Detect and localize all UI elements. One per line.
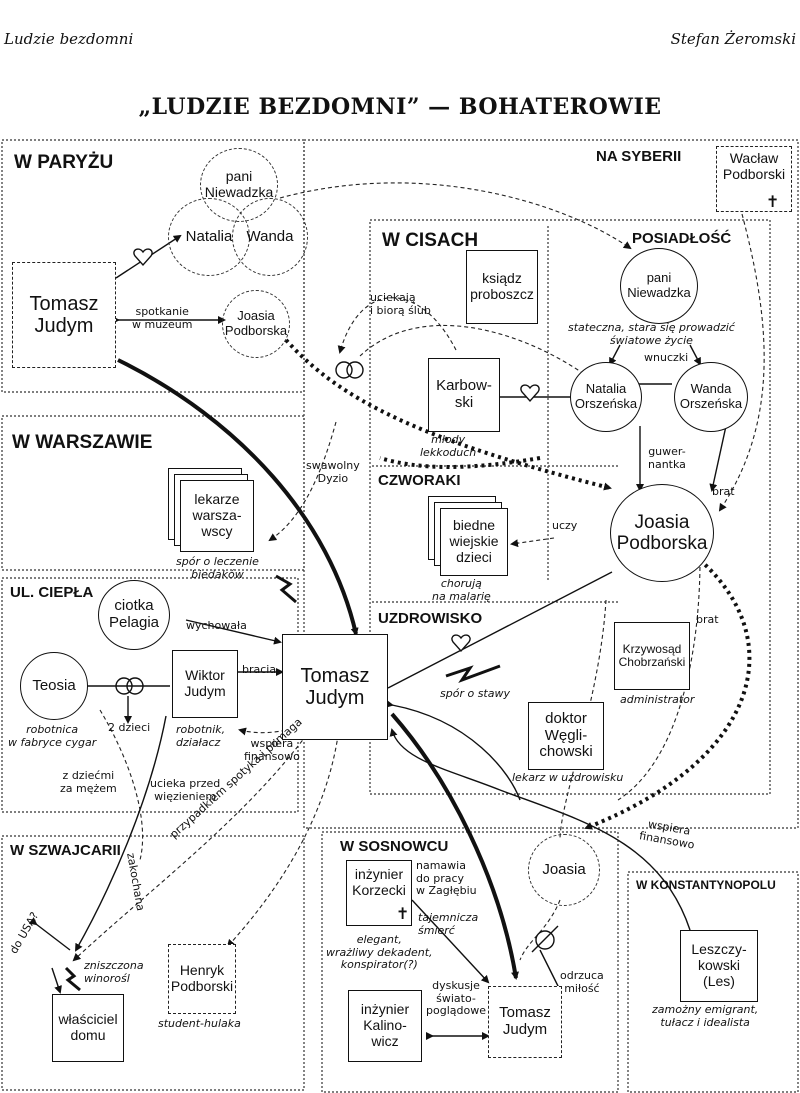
node-wanda-paryz: Wanda (232, 198, 308, 276)
node-krzywosad: Krzywosąd Chobrzański (614, 622, 690, 690)
region-warszawa: W WARSZAWIE (12, 432, 153, 453)
node-tomasz-paryz: Tomasz Judym (12, 262, 116, 368)
label-2-dzieci: 2 dzieci (108, 721, 151, 734)
cross-icon-korzecki: ✝ (396, 904, 410, 923)
label-spor-stawy: spór o stawy (440, 687, 510, 700)
region-sosnowiec: W SOSNOWCU (340, 838, 449, 855)
node-waclaw: Wacław Podborski (716, 146, 792, 212)
node-teosia: Teosia (20, 652, 88, 720)
region-syberia: NA SYBERII (596, 148, 682, 165)
label-robotnica: robotnica w fabryce cygar (8, 723, 97, 749)
label-spotkanie: spotkanie w muzeum (132, 305, 193, 331)
label-administrator: administrator (620, 693, 695, 706)
label-choruja: chorują na malarię (432, 577, 491, 603)
node-weglichowski: doktor Węgli- chowski (528, 702, 604, 770)
label-brat-1: brat (712, 485, 735, 498)
region-ciepla: UL. CIEPŁA (10, 584, 94, 601)
label-wspiera-fin: wspiera finansowo (244, 737, 300, 763)
label-namawia: namawia do pracy w Zagłębiu (416, 859, 477, 898)
node-ciotka: ciotka Pelagia (98, 580, 170, 650)
label-spor-leczenie: spór o leczenie biedaków (176, 555, 259, 581)
label-mlody: młody lekkoduch (420, 433, 477, 459)
region-uzdrowisko: UZDROWISKO (378, 610, 483, 627)
label-bracia: bracia (242, 663, 277, 676)
label-zamozny: zamożny emigrant, tułacz i idealista (652, 1003, 759, 1029)
region-czworaki: CZWORAKI (378, 472, 461, 489)
header-right: Stefan Żeromski (670, 30, 796, 48)
label-wnuczki: wnuczki (644, 351, 689, 364)
region-border-konstantynopol (627, 871, 799, 1093)
node-kalinowicz: inżynier Kalino- wicz (348, 990, 422, 1062)
label-ucieka: ucieka przed więzieniem (150, 777, 221, 803)
region-posiadlosc: POSIADŁOŚĆ (632, 230, 732, 247)
node-henryk: Henryk Podborski (168, 944, 236, 1014)
label-student: student-hulaka (158, 1017, 241, 1030)
node-joasia: Joasia Podborska (610, 484, 714, 582)
label-guwernantka: guwer- nantka (648, 445, 686, 471)
label-odrzuca: odrzuca miłość (560, 969, 604, 995)
region-cisy: W CISACH (382, 230, 479, 251)
label-wychowala: wychowała (186, 619, 247, 632)
region-szwajcaria: W SZWAJCARII (10, 842, 121, 859)
node-joasia-paryz: Joasia Podborska (222, 290, 290, 358)
cross-icon-waclaw: ✝ (766, 192, 780, 211)
label-stateczna: stateczna, stara się prowadzić światowe … (568, 321, 735, 347)
label-dyskusje: dyskusje świato- poglądowe (426, 979, 486, 1018)
node-karbowski: Karbow- ski (428, 358, 500, 432)
node-lekarze: lekarze warsza- wscy (180, 480, 254, 552)
node-pani-niewadzka: pani Niewadzka (620, 248, 698, 324)
label-uczy: uczy (552, 519, 578, 532)
label-swawolny: swawolny Dyzio (306, 459, 360, 485)
node-wiktor: Wiktor Judym (172, 650, 238, 718)
node-biedne-dzieci: biedne wiejskie dzieci (440, 508, 508, 576)
region-border-cisy (369, 219, 771, 795)
node-tomasz-sosnowiec: Tomasz Judym (488, 986, 562, 1058)
node-leszczykowski: Leszczy- kowski (Les) (680, 930, 758, 1002)
node-tomasz: Tomasz Judym (282, 634, 388, 740)
node-natalia: Natalia Orszeńska (570, 362, 642, 432)
label-z-dziecmi: z dziećmi za mężem (60, 769, 117, 795)
label-uciekaja: uciekają i biorą ślub (370, 291, 431, 317)
label-robotnik: robotnik, działacz (176, 723, 226, 749)
node-ksiadz: ksiądz proboszcz (466, 250, 538, 324)
label-tajemnicza: tajemnicza śmierć (418, 911, 479, 937)
node-korzecki: inżynier Korzecki (346, 860, 412, 926)
label-zniszczona: zniszczona winorośl (84, 959, 144, 985)
node-wlasciciel: właściciel domu (52, 994, 124, 1062)
diagram-title: „LUDZIE BEZDOMNI” — BOHATEROWIE (138, 94, 662, 120)
path-paryz-to-warszawa (117, 358, 359, 636)
path-warszawa-to-sosnowiec (390, 712, 519, 980)
label-elegant: elegant, wrażliwy dekadent, konspirator(… (326, 933, 433, 972)
region-konstantynopol: W KONSTANTYNOPOLU (636, 878, 776, 892)
node-joasia-sosnowiec: Joasia (528, 834, 600, 906)
region-border-szwajcaria (1, 835, 305, 1091)
header-left: Ludzie bezdomni (4, 30, 134, 48)
region-paryz: W PARYŻU (14, 152, 114, 173)
label-brat-2: brat (696, 613, 719, 626)
node-wanda: Wanda Orszeńska (674, 362, 748, 432)
label-lekarz-uzdr: lekarz w uzdrowisku (512, 771, 624, 784)
